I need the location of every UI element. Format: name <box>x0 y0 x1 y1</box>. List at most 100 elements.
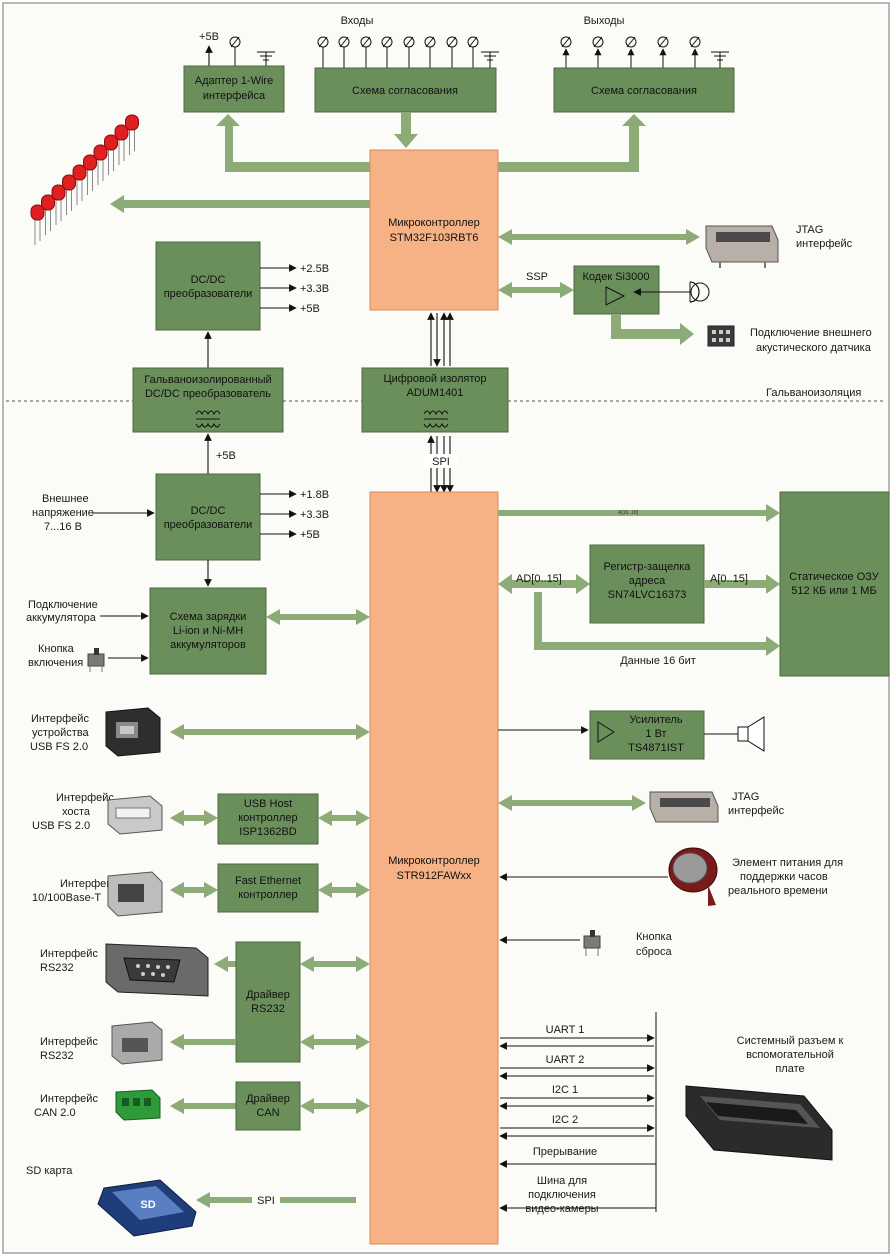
bus-codec-acoustic <box>611 314 694 345</box>
system-connector-icon <box>685 1085 833 1161</box>
sd-card-icon: SD <box>97 1179 197 1237</box>
mcu-stm32-block <box>369 149 499 311</box>
usb-host-label-3: USB FS 2.0 <box>32 820 90 832</box>
input-terminal-icon <box>360 36 372 68</box>
reset-label-2: сброса <box>636 946 673 958</box>
sram-block <box>779 491 890 677</box>
spi-label-bg <box>424 454 458 468</box>
output-terminal-icon <box>560 36 572 68</box>
bus-addr-high <box>498 504 780 522</box>
rj-connector-icon <box>111 1021 163 1065</box>
usb-host-connector-icon <box>107 795 163 835</box>
amplifier-triangle-icon <box>605 286 626 306</box>
output-matching-label: Схема согласования <box>591 85 697 97</box>
bus-mcu-to-leds <box>110 195 370 213</box>
spi-iso-label: SPI <box>432 456 450 468</box>
input-terminal-icon <box>424 36 436 68</box>
led-icon <box>30 204 45 245</box>
bus-mcu-to-onewire <box>216 114 370 172</box>
rs232a-label-1: Интерфейс <box>40 948 98 960</box>
input-terminal-icon <box>403 36 415 68</box>
power-button-icon <box>87 648 105 672</box>
acoustic-connector-icon <box>707 325 735 347</box>
galv-dcdc-block <box>132 367 284 433</box>
codec-block <box>573 265 660 315</box>
output-terminal-icon <box>689 36 701 68</box>
galv-dcdc-label-1: Гальваноизолированный <box>144 374 271 386</box>
jtag2-label-1: JTAG <box>732 791 759 803</box>
input-terminal-icon <box>467 36 479 68</box>
input-terminals <box>317 36 499 68</box>
input-ground-icon <box>481 51 499 68</box>
ext-power-label-2: напряжение <box>32 507 94 519</box>
jtag1-label-2: интерфейс <box>796 238 853 250</box>
inputs-label: Входы <box>341 15 374 27</box>
input-terminal-icon <box>446 36 458 68</box>
rtc-label-1: Элемент питания для <box>732 857 843 869</box>
dcdc-bot-out-1: +1.8В <box>300 489 329 501</box>
bus-data-label: Данные 16 бит <box>620 655 696 667</box>
dcdc-bot-block <box>155 473 261 561</box>
can-driver-block <box>235 1081 301 1131</box>
signal-line: I2C 1 <box>499 1084 655 1110</box>
sys-conn-label-1: Системный разъем к <box>737 1035 844 1047</box>
can-label-1: Интерфейс <box>40 1093 98 1105</box>
usb-host-ctrl-label-2: контроллер <box>238 812 297 824</box>
output-terminals <box>560 36 729 68</box>
db9-connector-icon <box>105 943 209 997</box>
dcdc-bot-label-1: DC/DC <box>191 505 226 517</box>
usb-host-ctrl-block <box>217 793 319 845</box>
addr-high-label: A[16..18] <box>618 510 639 516</box>
latch-label-2: адреса <box>629 575 666 587</box>
dcdc-top-label-2: преобразователи <box>164 288 253 300</box>
sys-conn-label-2: вспомогательной <box>746 1049 834 1061</box>
camera-label-3: видео-камеры <box>525 1203 598 1215</box>
usb-dev-label-3: USB FS 2.0 <box>30 741 88 753</box>
jtag-connector-icon <box>705 225 779 268</box>
charger-label-3: аккумуляторов <box>170 639 246 651</box>
led-icon <box>72 164 87 205</box>
latch-block <box>589 544 705 624</box>
bus-can-right <box>300 1098 370 1114</box>
led-icon <box>62 174 76 215</box>
bus-ad-label: AD[0..15] <box>516 573 562 585</box>
camera-label-2: подключения <box>528 1189 596 1201</box>
battery-label-2: аккумулятора <box>26 612 97 624</box>
led-icon <box>93 144 108 185</box>
rtc-battery-icon <box>668 847 718 906</box>
galv-label: Гальваноизоляция <box>766 387 861 399</box>
can-label-2: CAN 2.0 <box>34 1107 76 1119</box>
dcdc-top-out-3: +5В <box>300 303 320 315</box>
output-terminal-icon <box>657 36 669 68</box>
rs232-driver-label-2: RS232 <box>251 1003 285 1015</box>
ground-icon <box>257 51 275 66</box>
ext-power-label-3: 7...16 В <box>44 521 82 533</box>
dcdc-bot-out-2: +3.3В <box>300 509 329 521</box>
dcdc-bot-label-2: преобразователи <box>164 519 253 531</box>
bus-charger-mcu <box>266 609 370 625</box>
sram-label-1: Статическое ОЗУ <box>789 571 880 583</box>
rs232b-label-1: Интерфейс <box>40 1036 98 1048</box>
usb-host-label-1: Интерфейс <box>56 792 114 804</box>
bus-rs232a-right <box>300 956 370 972</box>
mcu-stm32-label-1: Микроконтроллер <box>388 217 480 229</box>
sd-spi-label: SPI <box>257 1195 275 1207</box>
reset-button-icon <box>583 930 601 956</box>
led-array-icon <box>30 114 139 245</box>
plus5v-mid-label: +5В <box>216 450 236 462</box>
dcdc-top-out-1: +2.5В <box>300 263 329 275</box>
input-terminal-icon <box>317 36 329 68</box>
rtc-label-3: реального времени <box>728 885 828 897</box>
acoustic-label-1: Подключение внешнего <box>750 327 872 339</box>
usb-host-ctrl-label-1: USB Host <box>244 798 292 810</box>
isolator-label-1: Цифровой изолятор <box>383 373 486 385</box>
can-driver-label-1: Драйвер <box>246 1093 290 1105</box>
jtag1-label-1: JTAG <box>796 224 823 236</box>
onewire-terminal <box>229 36 241 66</box>
usb-dev-label-1: Интерфейс <box>31 713 89 725</box>
led-icon <box>41 194 55 235</box>
can-driver-label-2: CAN <box>256 1107 279 1119</box>
eth-label-1: Интерфейс <box>60 878 118 890</box>
reset-label-1: Кнопка <box>636 931 673 943</box>
